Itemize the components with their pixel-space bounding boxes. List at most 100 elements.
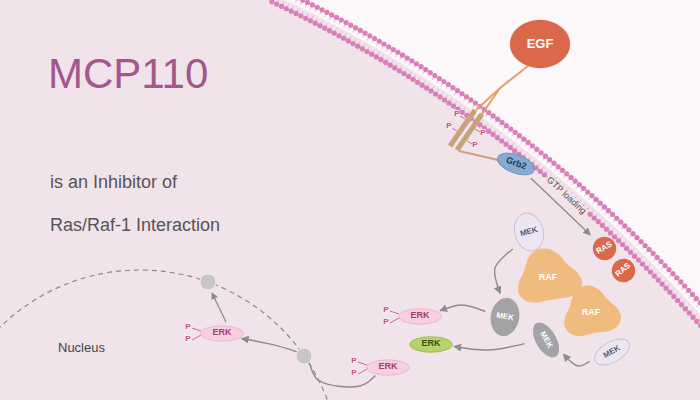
signal-arrow: [495, 249, 513, 293]
lipid-head: [602, 204, 607, 209]
ligand-oval: EGF: [509, 19, 571, 69]
lipid-head: [432, 73, 437, 78]
lipid-head: [388, 63, 393, 68]
lipid-head: [495, 117, 500, 122]
lipid-head: [409, 58, 414, 63]
oval-outline: [495, 149, 537, 179]
lipid-head: [666, 267, 671, 272]
lipid-head: [315, 5, 320, 10]
lipid-head: [397, 68, 402, 73]
kinase-oval: MEK: [526, 317, 565, 363]
lipid-head: [300, 0, 305, 3]
lipid-head: [620, 242, 625, 247]
lipid-head: [670, 271, 675, 276]
lipid-head: [612, 234, 617, 239]
lipid-head: [694, 319, 699, 324]
lipid-head: [369, 52, 374, 57]
lipid-head: [491, 113, 496, 118]
lipid-head: [355, 44, 360, 49]
oval-outline: [488, 296, 523, 339]
lipid-head: [504, 123, 509, 128]
lipid-head: [464, 94, 469, 99]
lipid-head: [644, 265, 649, 270]
adaptor-link: [459, 151, 498, 160]
lipid-head: [341, 36, 346, 41]
oval-outline: [590, 334, 633, 371]
lipid-head: [367, 33, 372, 38]
lipid-head: [378, 57, 383, 62]
lipid-head: [499, 138, 504, 143]
lipid-head: [401, 71, 406, 76]
lipid-head: [433, 91, 438, 96]
lipid-head: [624, 246, 629, 251]
lipid-head: [405, 55, 410, 60]
lipid-head: [577, 182, 582, 187]
lipid-head: [600, 223, 605, 228]
lipid-head: [521, 136, 526, 141]
lipid-head: [319, 7, 324, 12]
oval-outline: [367, 359, 409, 374]
lipid-head: [334, 15, 339, 20]
lipid-head: [534, 147, 539, 152]
kinase-oval: ERK: [200, 325, 244, 342]
phosphate-mark: P: [446, 122, 451, 130]
lipid-head: [560, 168, 565, 173]
phosphate-mark: P: [383, 306, 388, 314]
signal-arrow: [564, 354, 590, 366]
blob-outline: [518, 248, 582, 302]
subtitle-line: is an Inhibitor of: [50, 173, 177, 191]
lipid-head: [538, 169, 543, 174]
subtitle-line: Ras/Raf-1 Interaction: [50, 216, 220, 234]
lipid-head: [512, 148, 517, 153]
lipid-head: [269, 0, 274, 4]
lipid-head: [279, 4, 284, 9]
phosphate-mark: P: [351, 369, 356, 377]
extracellular-space: [275, 0, 700, 325]
oval-outline: [607, 254, 640, 287]
lipid-head: [674, 275, 679, 280]
title: MCP110: [48, 50, 208, 98]
node-label: RAF: [539, 273, 558, 283]
lipid-head: [468, 97, 473, 102]
lipid-head: [690, 292, 695, 297]
lipid-head: [592, 215, 597, 220]
lipid-head: [446, 82, 451, 87]
lipid-head: [660, 282, 665, 287]
lipid-head: [596, 219, 601, 224]
lipid-head: [348, 23, 353, 28]
node-label: ERK: [212, 328, 231, 338]
lipid-head: [346, 38, 351, 43]
lipid-head: [604, 227, 609, 232]
lipid-head: [419, 83, 424, 88]
lipid-head: [564, 171, 569, 176]
lipid-head: [648, 269, 653, 274]
kinase-blob: RAF: [559, 284, 623, 342]
lipid-head: [437, 76, 442, 81]
lipid-head: [530, 143, 535, 148]
lipid-head: [656, 277, 661, 282]
phosphate-mark: P: [454, 110, 459, 118]
lipid-head: [646, 247, 651, 252]
lipid-head: [317, 23, 322, 28]
lipid-head: [313, 21, 318, 26]
lipid-head: [455, 88, 460, 93]
lipid-head: [350, 41, 355, 46]
lipid-head: [490, 132, 495, 137]
lipid-head: [377, 39, 382, 44]
compartment-label: Nucleus: [58, 341, 105, 354]
ligand-stalk: [482, 88, 500, 114]
node-label: EGF: [527, 37, 554, 51]
lipid-head: [423, 67, 428, 72]
lipid-head: [667, 290, 672, 295]
phosphate-mark: P: [480, 129, 485, 137]
receptor-rod: [457, 114, 482, 150]
ligand-stalk: [476, 66, 528, 110]
kinase-oval: ERK: [409, 336, 453, 353]
lipid-head: [395, 50, 400, 55]
kinase-oval: ERK: [398, 308, 442, 325]
lipid-head: [332, 31, 337, 36]
lipid-head: [437, 94, 442, 99]
kinase-oval: MEK: [509, 209, 548, 255]
